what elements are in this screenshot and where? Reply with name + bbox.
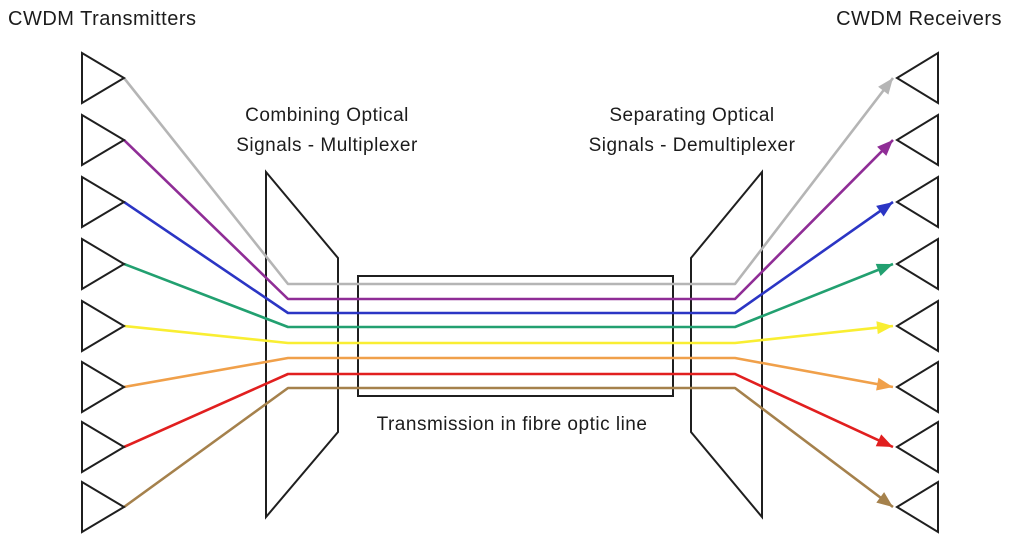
optical-components (265, 169, 763, 520)
transmitter-6 (81, 360, 126, 414)
receiver-8 (895, 480, 939, 534)
mux-label-line2: Signals - Multiplexer (236, 135, 418, 156)
demux-label-line1: Separating Optical (609, 105, 775, 126)
arrowhead-gray (878, 78, 893, 95)
signal-path-brown (123, 386, 894, 509)
transmitter-8 (81, 480, 126, 534)
transmitter-1 (81, 51, 126, 105)
receiver-2 (895, 113, 939, 167)
arrowhead-green (875, 263, 893, 276)
signal-path-purple (123, 139, 894, 301)
transmitters (81, 51, 126, 534)
arrowhead-purple (877, 140, 893, 156)
mux-label: Combining Optical Signals - Multiplexer (236, 101, 418, 161)
receiver-1 (895, 51, 939, 105)
transmitter-7 (81, 420, 126, 474)
signal-path-orange (123, 356, 894, 389)
receiver-5 (895, 299, 939, 353)
demux-label-line2: Signals - Demultiplexer (588, 135, 796, 156)
signal-path-yellow (123, 324, 894, 345)
demultiplexer-shape (690, 169, 763, 520)
arrowhead-red (875, 434, 893, 447)
fiber-label: Transmission in fibre optic line (376, 414, 648, 435)
fiber-optic-line-rect (357, 275, 674, 397)
signal-path-red (123, 372, 894, 449)
signal-path-gray (122, 77, 895, 286)
arrowhead-brown (876, 492, 893, 507)
receivers-title: CWDM Receivers (836, 8, 1002, 30)
signal-paths (122, 77, 895, 509)
transmitters-title: CWDM Transmitters (8, 8, 197, 30)
transmitter-5 (81, 299, 126, 353)
transmitter-4 (81, 237, 126, 291)
transmitter-3 (81, 175, 126, 229)
multiplexer-shape (265, 169, 339, 520)
receiver-6 (895, 360, 939, 414)
receiver-4 (895, 237, 939, 291)
arrowhead-yellow (876, 321, 893, 335)
signal-path-blue (123, 200, 894, 315)
mux-label-line1: Combining Optical (245, 105, 409, 126)
arrowhead-blue (876, 202, 893, 217)
receivers (895, 51, 939, 534)
receiver-7 (895, 420, 939, 474)
arrowhead-orange (876, 377, 893, 391)
signal-path-green (123, 262, 894, 329)
demux-label: Separating Optical Signals - Demultiplex… (589, 101, 796, 161)
receiver-3 (895, 175, 939, 229)
transmitter-2 (81, 113, 126, 167)
